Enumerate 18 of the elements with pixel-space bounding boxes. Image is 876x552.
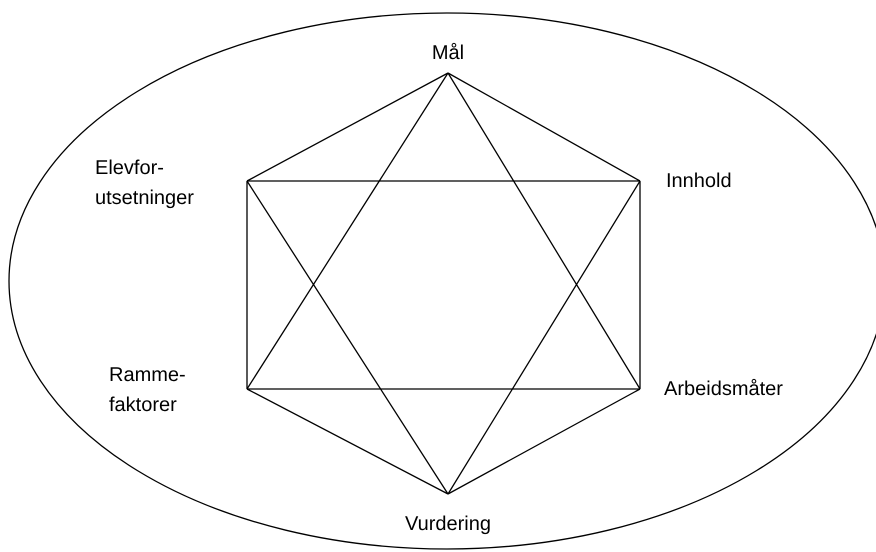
- connector-line: [447, 72, 641, 390]
- connector-line: [448, 72, 640, 182]
- connector-line: [246, 72, 449, 390]
- connector-line: [246, 388, 448, 495]
- node-label: Vurdering: [370, 492, 526, 539]
- node-label: Arbeidsmåter: [638, 374, 848, 404]
- connector-line: [247, 180, 640, 182]
- node-label: Elevfor- utsetninger: [80, 148, 249, 218]
- node-label: Mål: [420, 38, 476, 75]
- connector-line: [448, 388, 640, 495]
- connector-line: [246, 72, 448, 182]
- node-label: Innhold: [638, 166, 765, 196]
- connector-line: [639, 181, 641, 389]
- connector-line: [246, 180, 449, 494]
- connector-line: [246, 181, 248, 389]
- connector-line: [447, 180, 641, 494]
- node-label: Ramme- faktorer: [90, 355, 249, 425]
- connector-line: [247, 388, 640, 390]
